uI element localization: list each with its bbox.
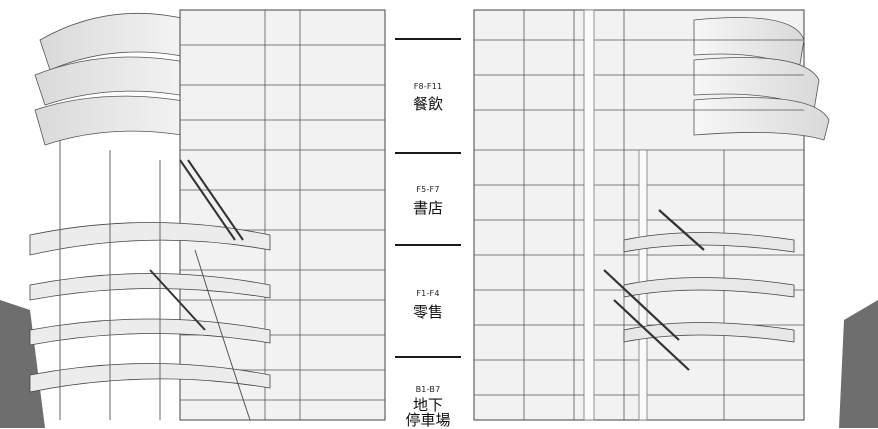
legend-label-parking-line2: 停車場 [405, 411, 451, 429]
legend-label-parking-line1: 地下 [412, 396, 443, 414]
legend-separator [395, 152, 461, 154]
legend-separator [395, 356, 461, 358]
legend-code-dining: F8-F11 [413, 82, 443, 91]
legend-label-bookstore: 書店 [412, 199, 443, 217]
legend-code-bookstore: F5-F7 [416, 185, 440, 194]
floor-legend: F8-F11 餐飲 F5-F7 書店 F1-F4 零售 B1-B7 地下 停車場 [392, 0, 464, 428]
legend-code-retail: F1-F4 [416, 289, 440, 298]
right-section-view [464, 0, 878, 428]
legend-label-retail: 零售 [412, 303, 443, 321]
legend-separator [395, 244, 461, 246]
left-section-drawing [0, 0, 392, 428]
right-section-drawing [464, 0, 878, 428]
legend-code-parking: B1-B7 [415, 385, 441, 394]
legend-label-dining: 餐飲 [412, 95, 443, 113]
left-section-view [0, 0, 392, 428]
legend-separator [395, 38, 461, 40]
